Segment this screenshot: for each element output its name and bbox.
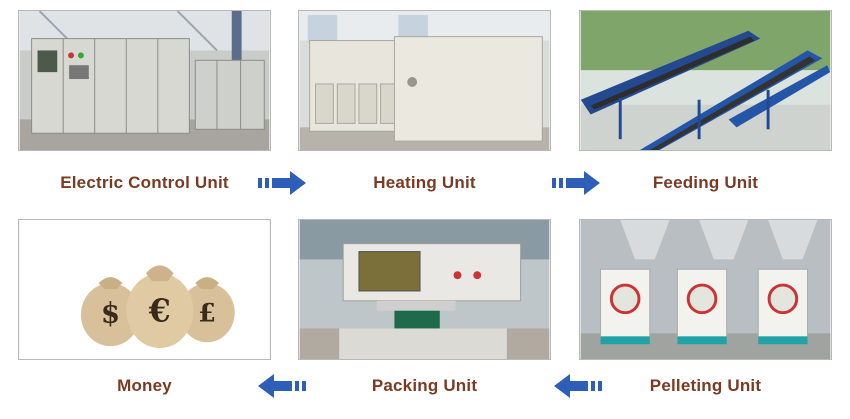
money-bags-photo: $ £ € [18, 219, 271, 360]
double-bar-arrow-right-icon [552, 170, 602, 196]
step-label-pelleting-unit: Pelleting Unit [649, 376, 762, 395]
step-label-packing-unit: Packing Unit [371, 376, 478, 395]
packing-unit-photo [298, 219, 551, 360]
step-label-feeding-unit: Feeding Unit [652, 173, 759, 192]
feeding-unit-photo [579, 10, 832, 151]
double-bar-arrow-left-icon [552, 373, 602, 399]
electric-control-unit-photo [18, 10, 271, 151]
heating-unit-photo [298, 10, 551, 151]
double-bar-arrow-right-icon [258, 170, 308, 196]
svg-text:€: € [148, 293, 171, 330]
svg-text:$: $ [101, 297, 120, 330]
step-label-heating-unit: Heating Unit [373, 173, 476, 192]
pelleting-unit-photo [579, 219, 832, 360]
step-label-money: Money [117, 376, 172, 395]
double-bar-arrow-left-icon [256, 373, 306, 399]
svg-text:£: £ [198, 299, 216, 329]
step-label-electric-control-unit: Electric Control Unit [60, 173, 229, 192]
